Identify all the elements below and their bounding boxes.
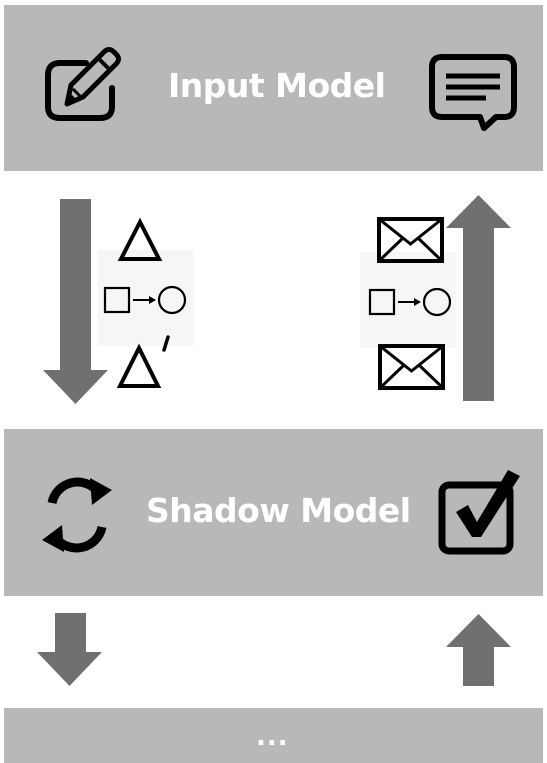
more-label: ... bbox=[256, 722, 289, 752]
envelope-icon bbox=[377, 217, 444, 263]
edit-icon bbox=[45, 47, 121, 121]
input-model-title: Input Model bbox=[168, 66, 386, 105]
checkbox-checked-icon bbox=[438, 470, 520, 555]
down-flow-tile bbox=[98, 250, 194, 346]
sync-icon bbox=[42, 477, 112, 553]
square-to-circle-icon bbox=[103, 285, 187, 315]
up-arrow-main bbox=[446, 195, 511, 401]
shadow-model-band bbox=[4, 429, 543, 596]
delta-prime-icon bbox=[116, 335, 170, 388]
delta-icon bbox=[117, 217, 163, 261]
up-flow-tile bbox=[360, 252, 456, 348]
down-arrow-small bbox=[37, 613, 102, 686]
down-arrow-main bbox=[43, 199, 108, 404]
up-arrow-small bbox=[446, 614, 511, 686]
square-to-circle-icon bbox=[368, 287, 452, 317]
envelope-icon bbox=[378, 344, 445, 390]
shadow-model-title: Shadow Model bbox=[146, 491, 411, 530]
comment-icon bbox=[429, 54, 517, 131]
more-band bbox=[4, 708, 543, 763]
